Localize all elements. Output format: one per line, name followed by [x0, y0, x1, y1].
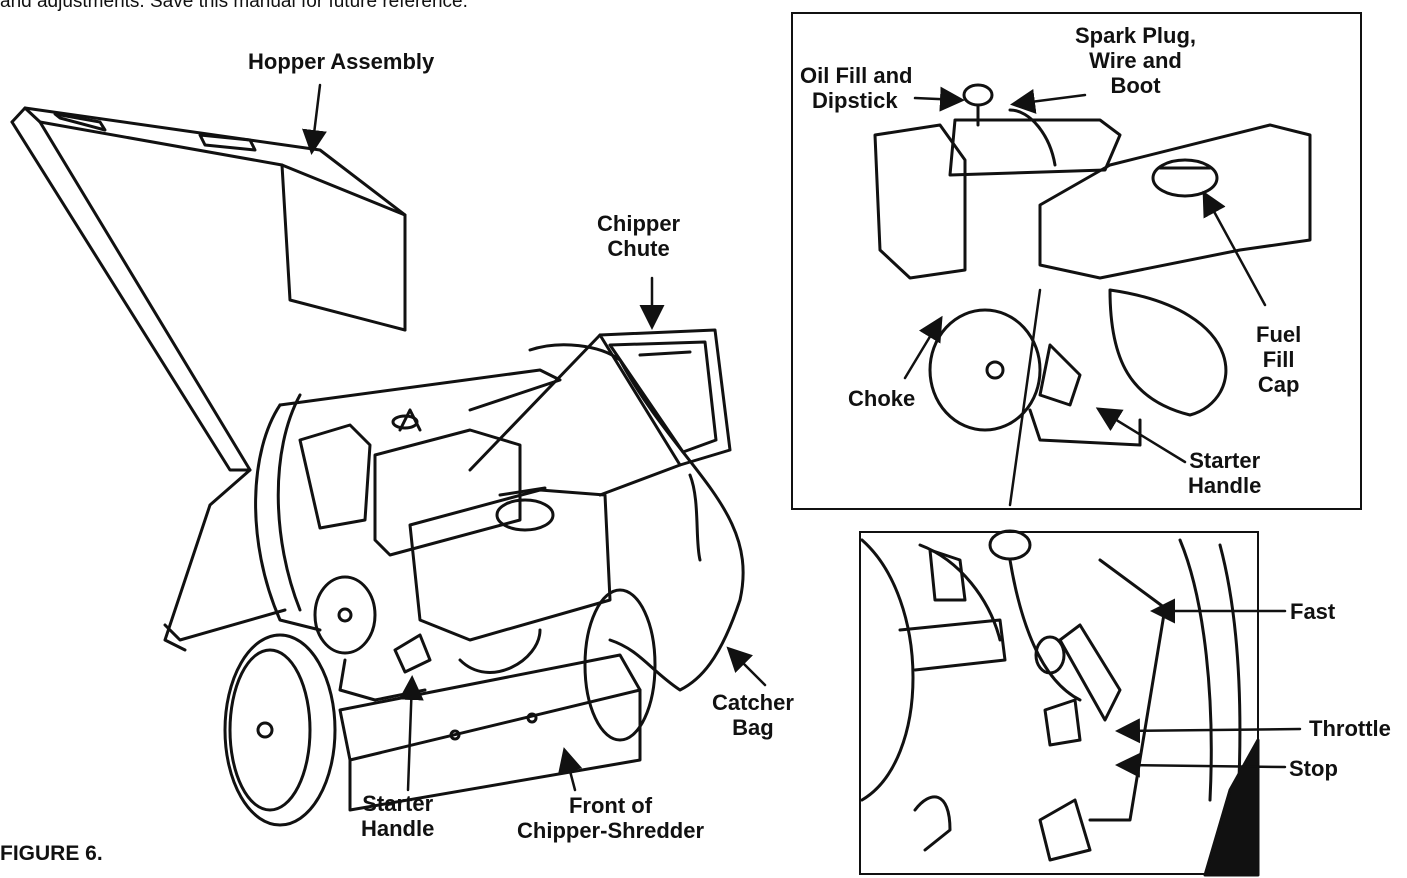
front-of-chipper-shredder-label: Front of Chipper-Shredder: [517, 793, 705, 843]
oil-fill-dipstick-label: Oil Fill and Dipstick: [800, 63, 913, 113]
catcher-bag-drawing: [608, 358, 745, 692]
engine-inset-leader-lines: [903, 86, 1267, 507]
hopper-assembly-label: Hopper Assembly: [248, 49, 435, 74]
figure-label: FIGURE 6.: [0, 842, 103, 865]
chipper-chute-label: Chipper Chute: [597, 211, 681, 261]
stop-label: Stop: [1289, 756, 1338, 781]
intro-text: and adjustments. Save this manual for fu…: [0, 0, 468, 12]
catcher-bag-label: Catcher Bag: [712, 690, 794, 740]
engine-starter-handle-label: Starter Handle: [1188, 448, 1262, 498]
throttle-inset-frame: [859, 531, 1259, 875]
engine-inset-frame: [791, 12, 1362, 510]
base-and-wheels-drawing: [223, 588, 657, 827]
throttle-inset-drawing: [860, 529, 1260, 877]
choke-label: Choke: [848, 386, 916, 411]
throttle-label: Throttle: [1309, 716, 1391, 741]
engine-inset-drawing: [873, 83, 1312, 447]
chipper-chute-drawing: [468, 328, 732, 497]
hopper-assembly-drawing: [10, 106, 407, 652]
fuel-fill-cap-label: Fuel Fill Cap: [1256, 322, 1302, 397]
main-engine-drawing: [298, 408, 612, 702]
starter-handle-label: Starter Handle: [361, 791, 435, 841]
main-leader-lines: [302, 83, 767, 792]
spark-plug-label: Spark Plug, Wire and Boot: [1075, 23, 1197, 98]
fast-label: Fast: [1290, 599, 1336, 624]
